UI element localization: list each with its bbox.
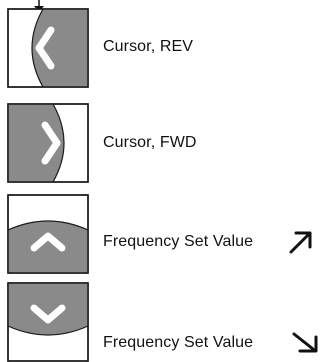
cursor-rev-label: Cursor, REV: [103, 38, 194, 55]
arrow-down-right-icon: [292, 332, 318, 353]
cursor-rev-key[interactable]: [7, 8, 89, 88]
arrow-up-right-icon: [289, 231, 312, 254]
cursor-fwd-label: Cursor, FWD: [103, 134, 197, 151]
freq-down-key[interactable]: [7, 282, 89, 362]
freq-up-label: Frequency Set Value: [103, 233, 254, 250]
chevron-left-icon: [35, 26, 55, 70]
chevron-down-icon: [30, 304, 66, 324]
freq-up-key[interactable]: [7, 194, 89, 274]
chevron-up-icon: [30, 232, 66, 252]
freq-down-label: Frequency Set Value: [103, 334, 254, 351]
chevron-right-icon: [41, 121, 61, 165]
cursor-fwd-key[interactable]: [7, 103, 89, 183]
